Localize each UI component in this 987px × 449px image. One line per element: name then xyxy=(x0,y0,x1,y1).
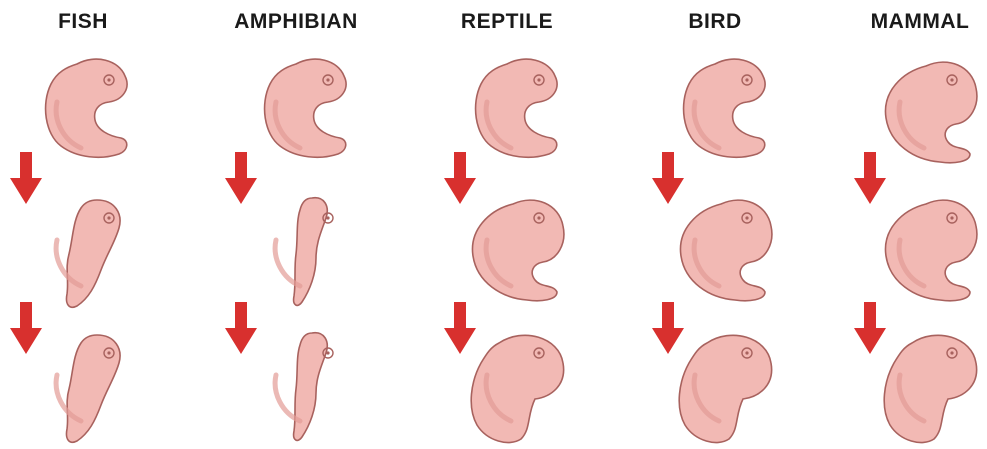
embryo-pupil xyxy=(107,351,110,354)
embryo-mammal-stage-1 xyxy=(885,62,976,163)
embryo-pupil xyxy=(537,351,540,354)
embryo-pupil xyxy=(950,351,953,354)
embryo-bird-stage-2 xyxy=(680,200,771,301)
embryo-body xyxy=(294,333,328,441)
arrow-down-icon xyxy=(854,152,886,204)
embryo-body xyxy=(66,200,120,307)
arrow-down-icon xyxy=(444,302,476,354)
embryo-pupil xyxy=(537,216,540,219)
embryo-fish-stage-1 xyxy=(46,59,127,157)
embryo-bird-stage-3 xyxy=(679,335,771,442)
arrow-down-icon xyxy=(652,152,684,204)
embryo-pupil xyxy=(745,351,748,354)
arrow-down-icon xyxy=(652,302,684,354)
embryo-reptile-stage-1 xyxy=(476,59,557,157)
embryo-mammal-stage-3 xyxy=(884,335,976,442)
embryo-fish-stage-3 xyxy=(56,335,120,442)
embryo-amphibian-stage-1 xyxy=(265,59,346,157)
embryo-pupil xyxy=(326,78,329,81)
embryo-amphibian-stage-2 xyxy=(275,198,333,306)
embryo-bird-stage-1 xyxy=(684,59,765,157)
embryo-fish-stage-2 xyxy=(56,200,120,307)
arrow-down-icon xyxy=(10,152,42,204)
embryo-pupil xyxy=(326,351,329,354)
embryo-pupil xyxy=(745,216,748,219)
embryo-pupil xyxy=(107,78,110,81)
arrow-down-icon xyxy=(854,302,886,354)
arrow-down-icon xyxy=(444,152,476,204)
embryo-pupil xyxy=(326,216,329,219)
arrow-down-icon xyxy=(10,302,42,354)
embryo-pupil xyxy=(107,216,110,219)
embryo-pupil xyxy=(950,78,953,81)
embryo-pupil xyxy=(950,216,953,219)
embryo-reptile-stage-2 xyxy=(472,200,563,301)
embryo-pupil xyxy=(745,78,748,81)
embryo-body xyxy=(66,335,120,442)
embryo-mammal-stage-2 xyxy=(885,200,976,301)
embryo-reptile-stage-3 xyxy=(471,335,563,442)
arrow-down-icon xyxy=(225,152,257,204)
arrow-down-icon xyxy=(225,302,257,354)
embryo-body xyxy=(294,198,328,306)
embryo-amphibian-stage-3 xyxy=(275,333,333,441)
embryo-pupil xyxy=(537,78,540,81)
